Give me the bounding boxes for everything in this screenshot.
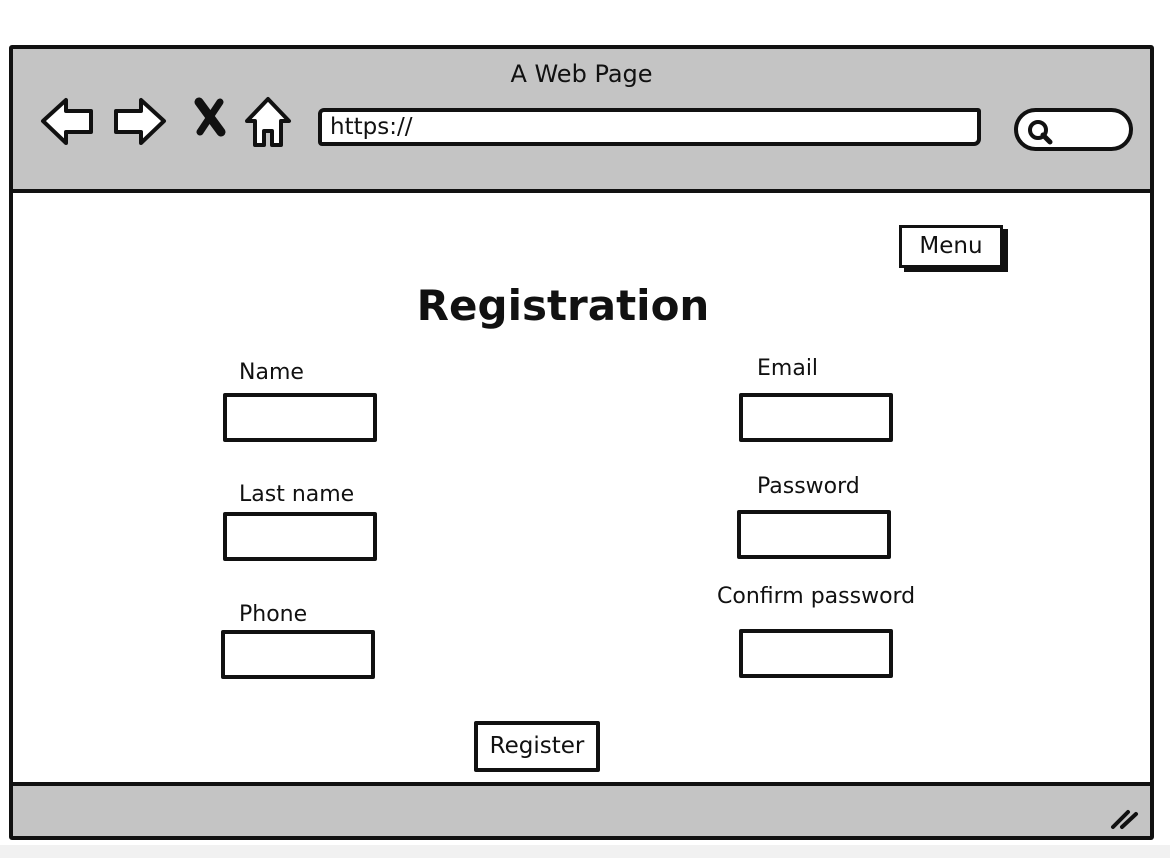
status-bar [13,782,1150,836]
last-name-label: Last name [239,482,355,507]
page-content: Menu Registration Name Last name Phone E… [13,193,1150,787]
home-icon[interactable] [243,94,293,150]
register-button[interactable]: Register [474,721,600,772]
back-arrow-icon[interactable] [37,95,97,147]
close-icon[interactable] [193,97,227,137]
phone-field[interactable] [221,630,375,679]
forward-arrow-icon[interactable] [110,95,170,147]
resize-grip-icon[interactable] [1106,799,1140,833]
last-name-field[interactable] [223,512,377,561]
browser-window: A Web Page https:// Menu Registration Na… [9,45,1154,840]
search-icon [1028,120,1053,145]
browser-toolbar: A Web Page https:// [13,49,1150,193]
url-bar[interactable]: https:// [318,108,981,146]
bottom-margin [0,845,1170,858]
name-label: Name [239,360,304,385]
window-title: A Web Page [510,60,653,88]
confirm-password-label: Confirm password [717,584,916,609]
email-label: Email [757,356,819,381]
menu-button[interactable]: Menu [899,225,1003,268]
search-field[interactable] [1014,108,1133,151]
email-field[interactable] [739,393,893,442]
password-field[interactable] [737,510,891,559]
password-label: Password [757,474,860,499]
page-title: Registration [416,281,710,330]
name-field[interactable] [223,393,377,442]
phone-label: Phone [239,602,308,627]
confirm-password-field[interactable] [739,629,893,678]
